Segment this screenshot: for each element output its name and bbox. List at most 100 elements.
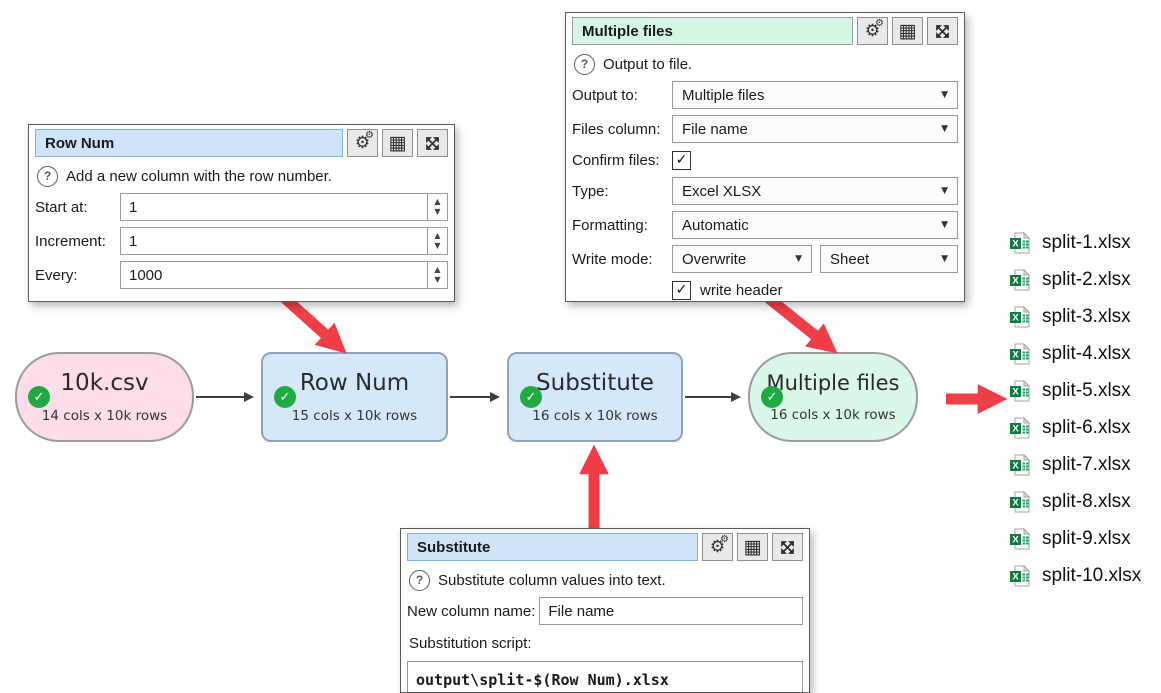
write-header-label: write header bbox=[700, 281, 783, 299]
write-mode-dropdown[interactable]: Overwrite ▼ bbox=[672, 245, 812, 273]
write-mode-value: Overwrite bbox=[682, 250, 747, 268]
list-item[interactable]: X split-2.xlsx bbox=[1008, 261, 1141, 298]
list-item[interactable]: X split-8.xlsx bbox=[1008, 483, 1141, 520]
output-to-value: Multiple files bbox=[682, 86, 765, 104]
gears-icon: ⚙ bbox=[354, 132, 371, 153]
write-mode-label: Write mode: bbox=[572, 250, 653, 268]
table-view-button[interactable]: ▦ bbox=[892, 17, 923, 45]
table-view-button[interactable]: ▦ bbox=[737, 533, 768, 561]
write-target-dropdown[interactable]: Sheet ▼ bbox=[820, 245, 958, 273]
help-icon[interactable]: ? bbox=[37, 165, 58, 187]
formatting-label: Formatting: bbox=[572, 216, 648, 234]
list-item[interactable]: X split-10.xlsx bbox=[1008, 557, 1141, 594]
list-item[interactable]: X split-4.xlsx bbox=[1008, 335, 1141, 372]
confirm-files-checkbox[interactable]: ✓ bbox=[672, 150, 691, 170]
file-name: split-9.xlsx bbox=[1042, 527, 1131, 549]
new-column-name-input[interactable]: File name bbox=[539, 597, 803, 625]
node-title: Substitute bbox=[536, 370, 654, 396]
chevron-down-icon: ▼ bbox=[941, 90, 948, 100]
settings-button[interactable]: ⚙ ⚙ bbox=[702, 533, 733, 561]
status-ok-icon: ✓ bbox=[761, 386, 783, 408]
list-item[interactable]: X split-7.xlsx bbox=[1008, 446, 1141, 483]
substitution-script-label: Substitution script: bbox=[409, 635, 532, 652]
file-name: split-2.xlsx bbox=[1042, 268, 1131, 290]
node-substitute[interactable]: ✓ Substitute 16 cols x 10k rows bbox=[507, 352, 683, 442]
list-item[interactable]: X split-5.xlsx bbox=[1008, 372, 1141, 409]
expand-button[interactable] bbox=[927, 17, 958, 45]
spin-down-icon[interactable]: ▼ bbox=[434, 207, 441, 216]
every-input[interactable]: 1000 bbox=[120, 261, 428, 289]
formatting-dropdown[interactable]: Automatic ▼ bbox=[672, 211, 958, 239]
panel-title-bar: Multiple files bbox=[572, 17, 853, 45]
spin-up-icon[interactable]: ▲ bbox=[434, 265, 441, 275]
spin-up-icon[interactable]: ▲ bbox=[434, 231, 441, 241]
increment-spinner[interactable]: ▲ ▼ bbox=[428, 227, 448, 255]
excel-file-icon: X bbox=[1010, 379, 1031, 401]
every-value: 1000 bbox=[129, 266, 163, 284]
increment-input[interactable]: 1 bbox=[120, 227, 428, 255]
excel-file-icon: X bbox=[1010, 490, 1031, 512]
svg-text:X: X bbox=[1012, 423, 1019, 434]
chevron-down-icon: ▼ bbox=[941, 124, 948, 134]
settings-button[interactable]: ⚙ ⚙ bbox=[347, 129, 378, 157]
file-name: split-4.xlsx bbox=[1042, 342, 1131, 364]
increment-value: 1 bbox=[129, 232, 138, 250]
table-icon: ▦ bbox=[898, 19, 917, 42]
node-title: 10k.csv bbox=[60, 370, 149, 396]
node-row-num[interactable]: ✓ Row Num 15 cols x 10k rows bbox=[261, 352, 448, 442]
start-at-input[interactable]: 1 bbox=[120, 193, 428, 221]
file-name: split-1.xlsx bbox=[1042, 231, 1131, 253]
panel-title-bar: Row Num bbox=[35, 129, 343, 157]
new-column-name-value: File name bbox=[548, 602, 615, 620]
write-target-value: Sheet bbox=[830, 250, 870, 268]
start-at-spinner[interactable]: ▲ ▼ bbox=[428, 193, 448, 221]
gears-icon: ⚙ bbox=[875, 18, 884, 29]
excel-file-icon: X bbox=[1010, 342, 1031, 364]
list-item[interactable]: X split-6.xlsx bbox=[1008, 409, 1141, 446]
spin-up-icon[interactable]: ▲ bbox=[434, 197, 441, 207]
files-column-dropdown[interactable]: File name ▼ bbox=[672, 115, 958, 143]
panel-help-text: Substitute column values into text. bbox=[438, 571, 666, 589]
every-spinner[interactable]: ▲ ▼ bbox=[428, 261, 448, 289]
type-label: Type: bbox=[572, 182, 609, 200]
confirm-files-label: Confirm files: bbox=[572, 151, 660, 169]
type-dropdown[interactable]: Excel XLSX ▼ bbox=[672, 177, 958, 205]
node-source-10k-csv[interactable]: ✓ 10k.csv 14 cols x 10k rows bbox=[15, 352, 194, 442]
svg-text:X: X bbox=[1012, 349, 1019, 360]
substitute-settings-panel: Substitute ⚙ ⚙ ▦ ? Su bbox=[400, 528, 810, 693]
list-item[interactable]: X split-3.xlsx bbox=[1008, 298, 1141, 335]
start-at-value: 1 bbox=[129, 198, 138, 216]
svg-text:X: X bbox=[1012, 460, 1019, 471]
substitution-script-input[interactable]: output\split-$(Row Num).xlsx bbox=[407, 661, 803, 692]
expand-icon bbox=[936, 24, 949, 38]
excel-file-icon: X bbox=[1010, 305, 1031, 327]
svg-text:X: X bbox=[1012, 386, 1019, 397]
output-to-dropdown[interactable]: Multiple files ▼ bbox=[672, 81, 958, 109]
list-item[interactable]: X split-1.xlsx bbox=[1008, 224, 1141, 261]
substitution-script-value: output\split-$(Row Num).xlsx bbox=[416, 671, 669, 689]
expand-button[interactable] bbox=[417, 129, 448, 157]
output-to-label: Output to: bbox=[572, 86, 638, 104]
help-icon[interactable]: ? bbox=[409, 569, 430, 591]
svg-text:X: X bbox=[1012, 312, 1019, 323]
chevron-down-icon: ▼ bbox=[941, 254, 948, 264]
gears-icon: ⚙ bbox=[365, 130, 374, 141]
expand-button[interactable] bbox=[772, 533, 803, 561]
list-item[interactable]: X split-9.xlsx bbox=[1008, 520, 1141, 557]
expand-icon bbox=[426, 136, 439, 150]
node-multiple-files[interactable]: ✓ Multiple files 16 cols x 10k rows bbox=[748, 352, 918, 442]
settings-button[interactable]: ⚙ ⚙ bbox=[857, 17, 888, 45]
table-view-button[interactable]: ▦ bbox=[382, 129, 413, 157]
spin-down-icon[interactable]: ▼ bbox=[434, 275, 441, 284]
file-name: split-3.xlsx bbox=[1042, 305, 1131, 327]
excel-file-icon: X bbox=[1010, 527, 1031, 549]
write-header-checkbox[interactable]: ✓ bbox=[672, 280, 691, 300]
file-name: split-8.xlsx bbox=[1042, 490, 1131, 512]
multiple-files-settings-panel: Multiple files ⚙ ⚙ ▦ ? bbox=[565, 12, 965, 302]
every-label: Every: bbox=[35, 266, 78, 284]
output-file-list: X split-1.xlsx X split-2.xlsx X split-3.… bbox=[1008, 224, 1141, 594]
spin-down-icon[interactable]: ▼ bbox=[434, 241, 441, 250]
help-icon[interactable]: ? bbox=[574, 53, 595, 75]
panel-help-text: Add a new column with the row number. bbox=[66, 167, 332, 185]
